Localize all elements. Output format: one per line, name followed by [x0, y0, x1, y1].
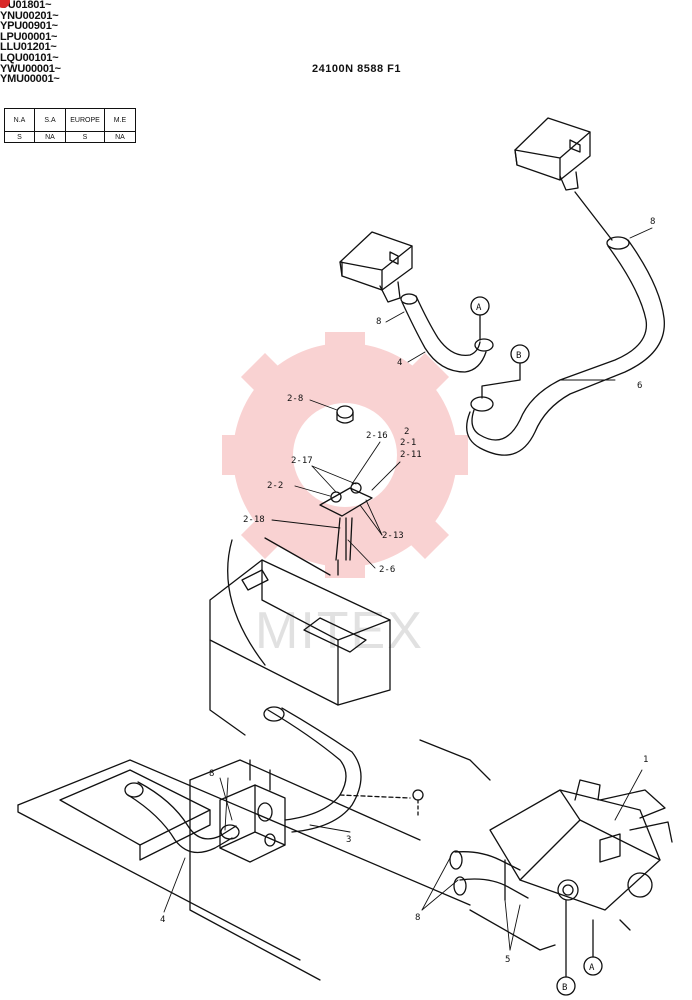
hoses-8-lower	[449, 850, 529, 899]
callout-2-13: 2-13	[382, 531, 404, 541]
nozzle-leader	[574, 191, 613, 241]
callout-2-11: 2-11	[400, 450, 422, 460]
hose-4-lower	[124, 781, 240, 854]
serial-range: YMU00001~	[0, 73, 60, 86]
callout-2-6: 2-6	[379, 565, 395, 575]
region-value: S	[4, 131, 35, 143]
leader-lines	[163, 227, 653, 951]
callout-2-1: 2-1	[400, 438, 416, 448]
callout-2-17: 2-17	[291, 456, 313, 466]
callout-6: 6	[637, 381, 642, 391]
callout-2-16: 2-16	[366, 431, 388, 441]
callout-8-lower-left: 8	[209, 769, 214, 779]
hose-4-upper	[400, 293, 494, 373]
callout-labels: 2-8 2-16 2 2-1 2-11 2-17 2-2 2-18 2-13 2…	[160, 217, 655, 993]
balloon-b-upper	[481, 344, 530, 399]
defroster-nozzle-right	[514, 117, 591, 191]
callout-2-2: 2-2	[267, 481, 283, 491]
region-table: N.A S.A EUROPE M.E S NA S NA	[4, 108, 136, 143]
balloon-a-upper	[470, 296, 490, 341]
callout-8-upper-left: 8	[376, 317, 381, 327]
balloon-a-upper-label: A	[476, 303, 482, 313]
vent-assembly	[319, 405, 373, 576]
callout-3: 3	[346, 835, 351, 845]
watermark-text: MITEX	[255, 602, 424, 660]
serial-range: LPU00001~	[0, 30, 58, 43]
console-panel	[209, 537, 391, 736]
serial-range: UU01801~	[0, 0, 52, 11]
callout-2-8: 2-8	[287, 394, 303, 404]
serial-range: YPU00901~	[0, 20, 58, 33]
defroster-nozzle-left	[339, 231, 413, 303]
hose-3	[263, 706, 411, 833]
heater-unit	[469, 779, 673, 951]
watermark-gear-icon	[222, 332, 468, 578]
hose-6-upper	[466, 236, 665, 456]
duct-distributor-left	[219, 784, 286, 863]
serial-range: LLU01201~	[0, 41, 57, 54]
balloon-b-lower-label: B	[562, 983, 567, 993]
callout-4-upper: 4	[397, 358, 402, 368]
callout-8-lower-right: 8	[415, 913, 420, 923]
callout-5: 5	[505, 955, 510, 965]
region-value: NA	[104, 131, 136, 143]
balloon-b-lower	[556, 899, 576, 996]
drawing-code: 24100N 8588 F1	[312, 63, 401, 75]
balloon-b-upper-label: B	[516, 351, 521, 361]
region-header: M.E	[104, 108, 136, 132]
callout-8-upper-right: 8	[650, 217, 655, 227]
floor-plate	[17, 739, 491, 981]
callout-1: 1	[643, 755, 648, 765]
callout-2: 2	[404, 427, 409, 437]
balloon-a-lower	[583, 919, 603, 976]
callout-2-18: 2-18	[243, 515, 265, 525]
serial-range: YNU00201~	[0, 9, 59, 22]
balloon-a-lower-label: A	[589, 963, 595, 973]
red-marker-icon	[0, 0, 10, 8]
callout-4-lower: 4	[160, 915, 165, 925]
serial-number-list: UU01801~ YNU00201~ YPU00901~ LPU00001~ L…	[0, 0, 61, 85]
serial-range: YWU00001~	[0, 62, 61, 75]
serial-range: LQU00101~	[0, 51, 59, 64]
